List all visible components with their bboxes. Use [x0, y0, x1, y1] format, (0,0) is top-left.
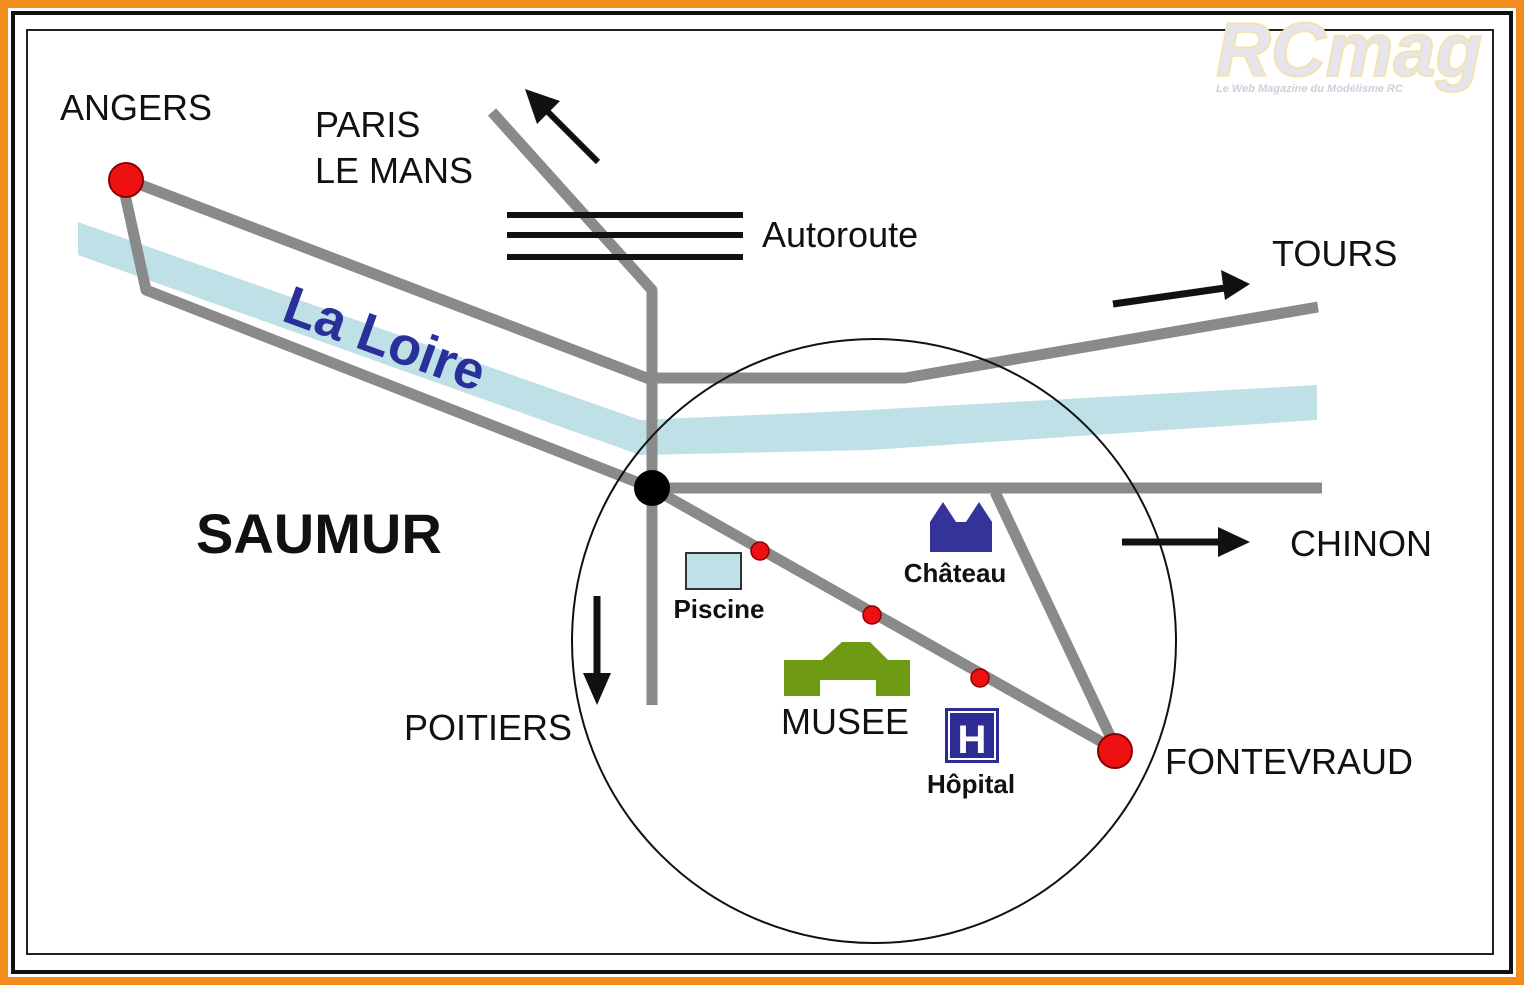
road-chateau-fontevraud [990, 489, 1117, 743]
outer-frame-inner [11, 11, 1513, 974]
label-poitiers: POITIERS [404, 707, 572, 748]
waypoint-marker-3-icon [970, 668, 990, 688]
label-tours: TOURS [1272, 233, 1397, 274]
road-angers-south [118, 188, 655, 494]
waypoint-marker-2-icon [862, 605, 882, 625]
hospital-symbol: H [958, 718, 987, 762]
road-network [118, 108, 1322, 755]
chateau-icon [930, 502, 992, 552]
saumur-center-marker-icon [634, 470, 670, 506]
label-angers: ANGERS [60, 87, 212, 128]
arrow-paris-icon [525, 89, 601, 165]
town-circle [571, 338, 1177, 944]
hospital-icon: H [945, 708, 999, 763]
loire-river [78, 222, 1317, 455]
direction-arrows [525, 89, 1250, 705]
museum-icon [784, 642, 910, 696]
pool-icon [685, 552, 742, 590]
rcmag-logo-text: RCmag [1216, 8, 1482, 93]
rcmag-tagline: Le Web Magazine du Modélisme RC [1216, 83, 1404, 95]
label-chinon: CHINON [1290, 523, 1432, 564]
arrow-poitiers-icon [583, 596, 611, 705]
arrow-tours-icon [1112, 270, 1250, 308]
motorway-symbol [507, 212, 743, 260]
road-paris-poitiers [487, 108, 658, 705]
road-tours [652, 301, 1319, 384]
label-musee: MUSEE [781, 701, 909, 742]
label-chateau: Château [904, 558, 1007, 588]
label-fontevraud: FONTEVRAUD [1165, 741, 1413, 782]
rcmag-logo: RCmag Le Web Magazine du Modélisme RC [1215, 7, 1483, 95]
label-hopital: Hôpital [927, 769, 1015, 799]
road-fontevraud [649, 483, 1119, 755]
label-autoroute: Autoroute [762, 214, 918, 255]
waypoint-marker-1-icon [750, 541, 770, 561]
label-paris: PARIS [315, 104, 420, 145]
angers-marker-icon [108, 162, 144, 198]
fontevraud-marker-icon [1097, 733, 1133, 769]
label-le-mans: LE MANS [315, 150, 473, 191]
label-piscine: Piscine [673, 594, 764, 624]
label-saumur: SAUMUR [196, 502, 442, 565]
arrow-chinon-icon [1122, 527, 1250, 557]
road-angers-north [126, 174, 654, 386]
